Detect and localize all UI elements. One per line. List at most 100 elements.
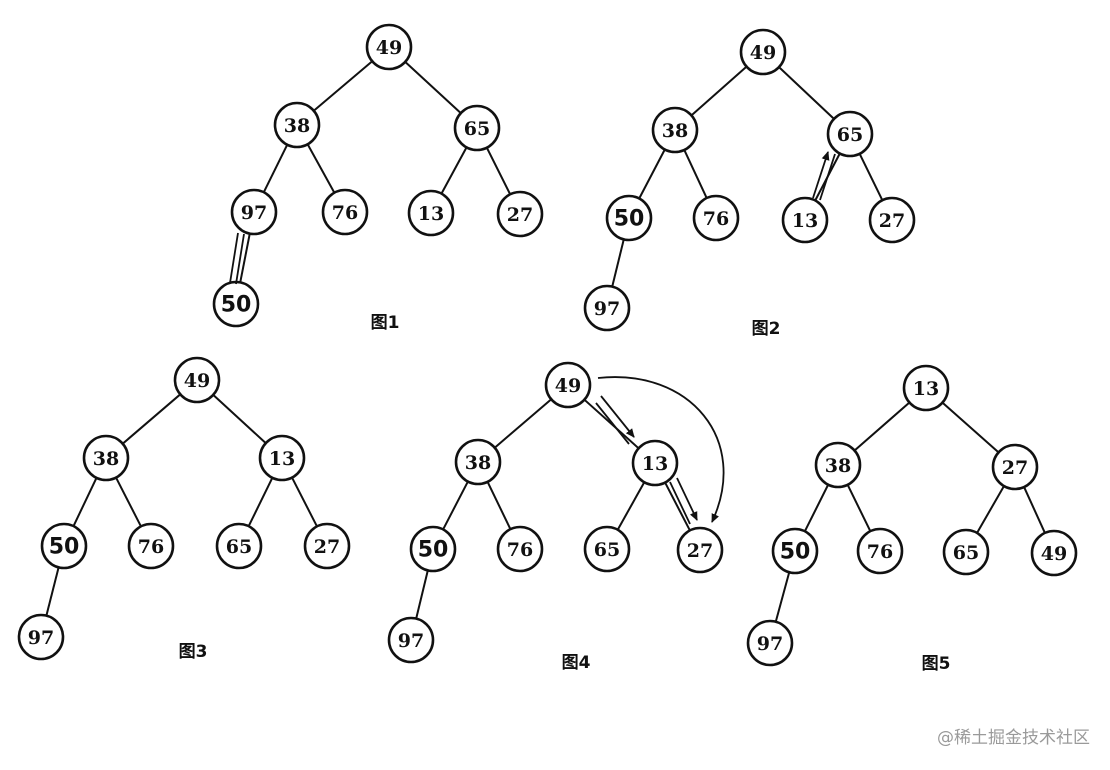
heap-node: 76	[692, 194, 740, 242]
node-value: 13	[642, 453, 668, 475]
node-value: 27	[879, 210, 905, 232]
node-value: 65	[953, 542, 979, 564]
node-value: 76	[138, 536, 164, 558]
node-value: 65	[837, 124, 863, 146]
tree-edge	[683, 149, 708, 199]
heap-node: 49	[1030, 529, 1078, 577]
heap-node: 76	[496, 525, 544, 573]
heap-node: 76	[127, 522, 175, 570]
heap-node: 38	[273, 101, 321, 149]
heap-node: 76	[856, 527, 904, 575]
tree-edge	[45, 567, 60, 616]
heap-node: 27	[676, 526, 724, 574]
heap-node: 50	[771, 527, 819, 575]
heap-node: 49	[365, 23, 413, 71]
tree-edge	[306, 143, 336, 194]
node-circle	[321, 188, 369, 236]
node-circle	[814, 441, 862, 489]
node-value: 38	[93, 448, 119, 470]
node-circle	[856, 527, 904, 575]
node-circle	[496, 525, 544, 573]
node-circle	[739, 28, 787, 76]
node-value: 49	[750, 42, 776, 64]
tree-edge	[262, 144, 289, 193]
swap-arrow	[812, 151, 830, 199]
heap-node: 49	[544, 361, 592, 409]
tree-edge	[976, 485, 1005, 534]
swap-arrows	[229, 151, 836, 525]
heap-node: 13	[407, 189, 455, 237]
figure-caption: 图5	[922, 654, 951, 674]
node-circle	[781, 196, 829, 244]
node-value: 76	[332, 202, 358, 224]
node-circle	[544, 361, 592, 409]
node-circle	[40, 522, 88, 570]
tree-edge	[212, 394, 267, 444]
heap-node: 65	[826, 110, 874, 158]
swap-arrow	[595, 402, 630, 445]
node-value: 50	[418, 538, 449, 563]
heap-node: 65	[215, 522, 263, 570]
node-value: 50	[221, 293, 252, 318]
node-circle	[230, 188, 278, 236]
heap-figure-3: 49 38 13 50 76 65 27 97 图3	[17, 356, 351, 662]
node-value: 76	[867, 541, 893, 563]
node-value: 13	[792, 210, 818, 232]
node-circle	[605, 194, 653, 242]
heap-node: 38	[651, 106, 699, 154]
node-value: 49	[184, 370, 210, 392]
node-value: 38	[662, 120, 688, 142]
heap-node: 65	[583, 525, 631, 573]
node-circle	[454, 438, 502, 486]
node-value: 27	[507, 204, 533, 226]
tree-edge	[803, 484, 830, 532]
node-circle	[258, 434, 306, 482]
node-value: 97	[398, 630, 424, 652]
node-circle	[215, 522, 263, 570]
tree-edge	[1023, 486, 1046, 534]
tree-edge	[494, 398, 552, 449]
node-value: 97	[28, 627, 54, 649]
node-circle	[676, 526, 724, 574]
heap-node: 13	[781, 196, 829, 244]
swap-arrow	[819, 153, 836, 201]
figure-caption: 图2	[752, 319, 781, 339]
node-circle	[409, 525, 457, 573]
tree-edge	[72, 477, 98, 527]
heap-node: 13	[902, 364, 950, 412]
node-value: 38	[465, 452, 491, 474]
heap-node: 13	[258, 434, 306, 482]
heap-node: 97	[17, 613, 65, 661]
node-circle	[746, 619, 794, 667]
heap-node: 97	[387, 616, 435, 664]
tree-edge	[664, 482, 691, 531]
tree-edge	[485, 147, 512, 195]
tree-edge	[853, 401, 911, 452]
heap-node: 65	[942, 528, 990, 576]
node-value: 97	[241, 202, 267, 224]
heap-node: 27	[303, 522, 351, 570]
node-value: 76	[507, 539, 533, 561]
node-circle	[17, 613, 65, 661]
node-circle	[173, 356, 221, 404]
node-value: 13	[269, 448, 295, 470]
node-value: 97	[594, 298, 620, 320]
heap-node: 27	[868, 196, 916, 244]
figure-caption: 图4	[562, 653, 591, 673]
tree-edge	[415, 570, 429, 619]
figure-caption: 图3	[179, 642, 208, 662]
tree-edge	[611, 239, 625, 287]
tree-edge	[690, 65, 748, 117]
heap-node: 27	[496, 190, 544, 238]
node-circle	[771, 527, 819, 575]
node-value: 27	[314, 536, 340, 558]
node-circle	[273, 101, 321, 149]
tree-edge	[486, 481, 512, 530]
node-value: 50	[49, 535, 80, 560]
tree-edge	[440, 146, 468, 195]
tree-edge	[858, 153, 884, 201]
swap-arrow	[600, 395, 635, 438]
